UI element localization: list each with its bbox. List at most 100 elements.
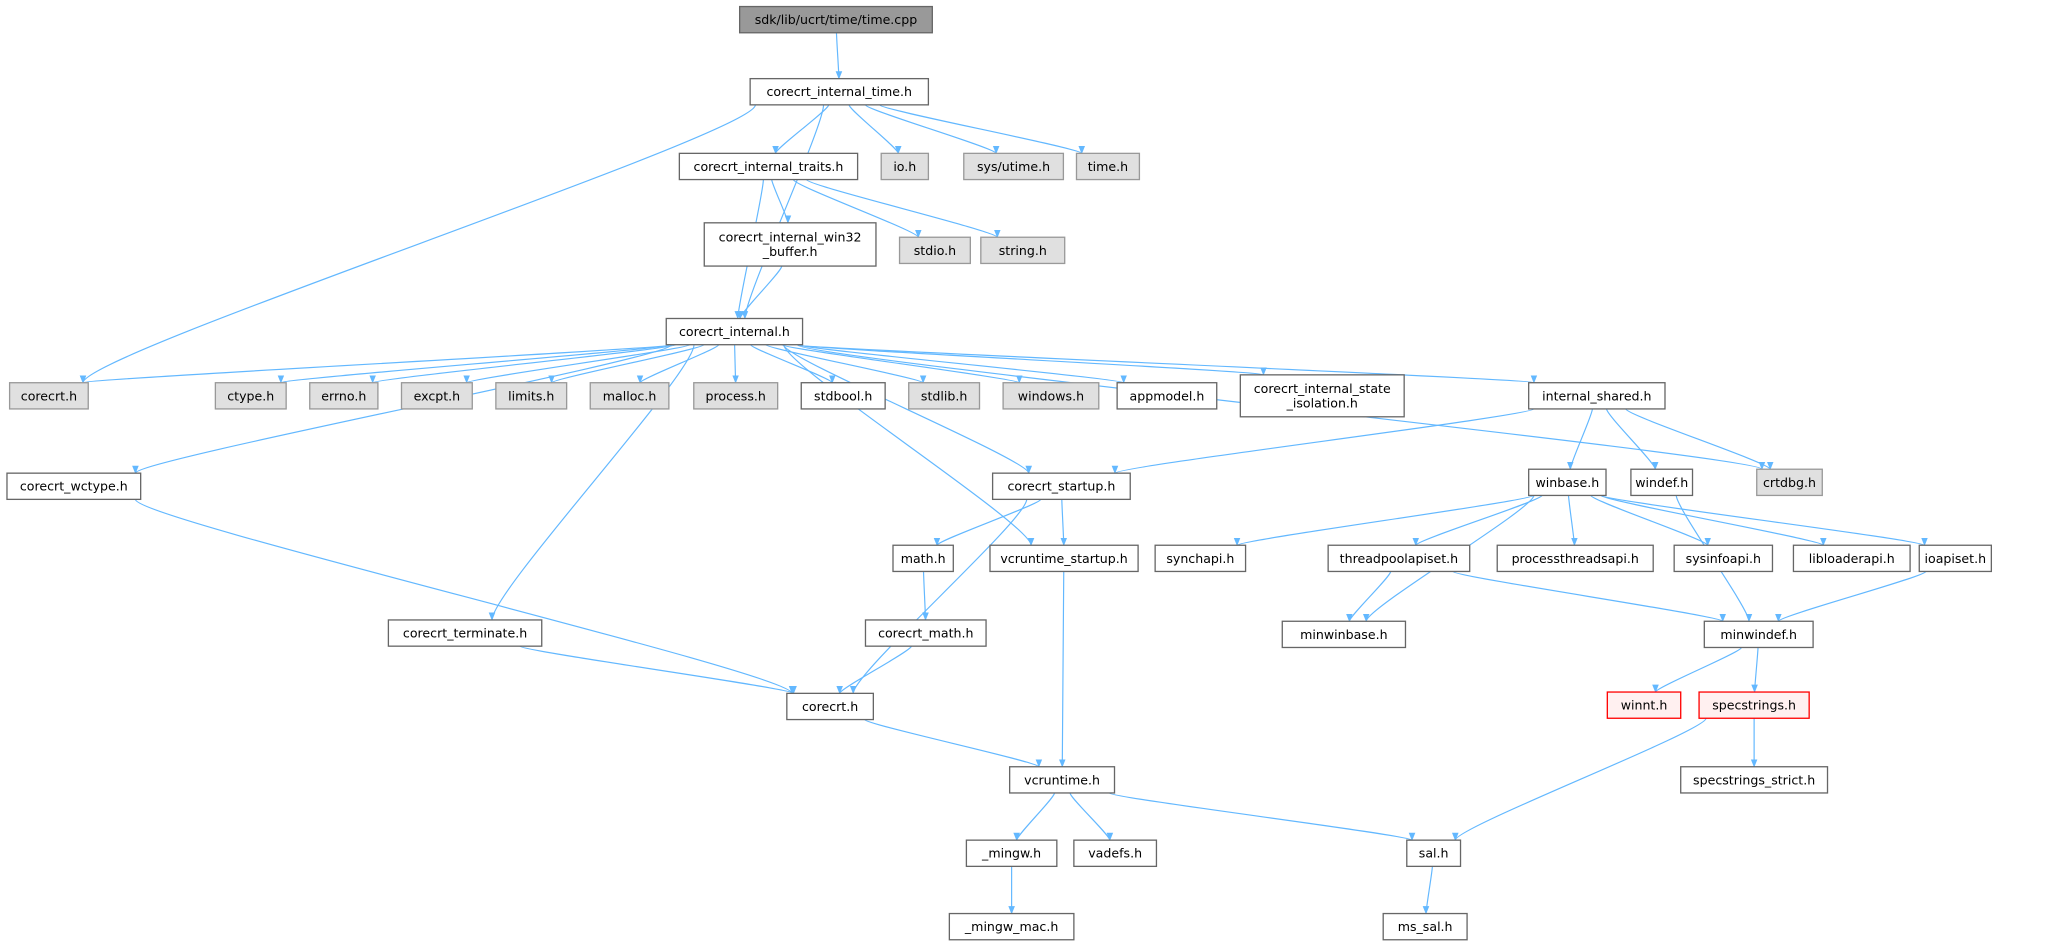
edge-internal-to-vcr_startup (783, 344, 1035, 547)
node-stdbool[interactable]: stdbool.h (800, 382, 886, 410)
node-windows[interactable]: windows.h (1002, 382, 1100, 410)
node-box (880, 152, 930, 181)
node-specstrict[interactable]: specstrings_strict.h (1680, 766, 1829, 794)
edge-internal-to-excpt (463, 344, 691, 384)
node-box (1606, 691, 1682, 719)
node-limits[interactable]: limits.h (495, 382, 568, 410)
node-ms_sal[interactable]: ms_sal.h (1382, 912, 1468, 941)
node-box (965, 839, 1058, 868)
node-internal_shared[interactable]: internal_shared.h (1528, 382, 1666, 410)
edge-root-to-internal_time (835, 32, 843, 80)
node-synchapi[interactable]: synchapi.h (1154, 544, 1247, 573)
node-box (1496, 544, 1654, 573)
node-malloc[interactable]: malloc.h (589, 382, 670, 410)
node-specstrings[interactable]: specstrings.h (1698, 691, 1810, 719)
node-threadpool[interactable]: threadpoolapiset.h (1327, 544, 1471, 573)
edge-startup-to-corecrt (849, 499, 1028, 695)
node-processthreads[interactable]: processthreadsapi.h (1496, 544, 1654, 573)
node-label: corecrt_terminate.h (403, 626, 527, 641)
edge-internal-to-corecrt_ext (80, 344, 673, 384)
node-box (738, 5, 933, 34)
node-sysutime[interactable]: sys/utime.h (963, 152, 1065, 181)
edge-vcruntime-to-vadefs (1069, 792, 1114, 841)
node-mingw[interactable]: _mingw.h (965, 839, 1058, 868)
node-box (1239, 374, 1405, 418)
node-math[interactable]: math.h (892, 544, 954, 573)
node-box (800, 382, 886, 410)
node-label: math.h (901, 551, 946, 566)
edge-math-to-cmath (922, 571, 929, 621)
node-label: sdk/lib/ucrt/time/time.cpp (755, 12, 917, 27)
node-mingw_mac[interactable]: _mingw_mac.h (948, 912, 1075, 941)
edge-internal_time-to-traits (772, 104, 830, 155)
node-box (898, 236, 971, 265)
node-process[interactable]: process.h (693, 382, 779, 410)
edge-internal-to-malloc (636, 344, 720, 384)
node-minwinbase[interactable]: minwinbase.h (1281, 620, 1407, 649)
node-box (1680, 766, 1829, 794)
node-cmath[interactable]: corecrt_math.h (864, 619, 987, 647)
node-box (214, 382, 287, 410)
node-internal_time[interactable]: corecrt_internal_time.h (749, 77, 930, 106)
edge-internal_shared-to-windef (1605, 408, 1659, 471)
node-label: specstrings_strict.h (1693, 772, 1815, 787)
node-wctype[interactable]: corecrt_wctype.h (6, 472, 142, 501)
node-ctype[interactable]: ctype.h (214, 382, 287, 410)
node-sysinfo[interactable]: sysinfoapi.h (1673, 544, 1774, 573)
node-box (892, 544, 954, 573)
node-winnt[interactable]: winnt.h (1606, 691, 1682, 719)
node-label: _isolation.h (1286, 395, 1358, 410)
node-stdlib[interactable]: stdlib.h (908, 382, 981, 410)
node-sal[interactable]: sal.h (1406, 839, 1462, 868)
node-stdio[interactable]: stdio.h (898, 236, 971, 265)
node-label: _mingw.h (981, 846, 1041, 861)
edge-ioapiset-to-minwindef (1775, 570, 1927, 623)
node-appmodel[interactable]: appmodel.h (1116, 382, 1218, 410)
edge-threadpool-to-minwinbase (1346, 571, 1392, 623)
node-vcr_startup[interactable]: vcruntime_startup.h (989, 544, 1139, 573)
node-state_iso[interactable]: corecrt_internal_state_isolation.h (1239, 374, 1405, 418)
node-vcruntime[interactable]: vcruntime.h (1008, 766, 1116, 794)
node-label: ioapiset.h (1925, 551, 1987, 566)
edge-internal-to-startup (782, 344, 1032, 474)
node-excpt[interactable]: excpt.h (400, 382, 473, 410)
edge-vcruntime-to-sal (1108, 792, 1415, 841)
node-root[interactable]: sdk/lib/ucrt/time/time.cpp (738, 5, 933, 34)
node-string[interactable]: string.h (980, 236, 1066, 265)
node-win32buf[interactable]: corecrt_internal_win32_buffer.h (703, 222, 877, 267)
node-box (1918, 544, 1993, 573)
nodes-layer: sdk/lib/ucrt/time/time.cpp corecrt_intern… (6, 5, 1993, 941)
node-timeh[interactable]: time.h (1075, 152, 1141, 181)
node-startup[interactable]: corecrt_startup.h (991, 472, 1131, 501)
node-terminate[interactable]: corecrt_terminate.h (387, 619, 543, 647)
node-vadefs[interactable]: vadefs.h (1073, 839, 1158, 868)
node-label: minwindef.h (1720, 627, 1797, 642)
node-box (309, 382, 379, 410)
node-io[interactable]: io.h (880, 152, 930, 181)
node-ioapiset[interactable]: ioapiset.h (1918, 544, 1993, 573)
node-crtdbg[interactable]: crtdbg.h (1756, 468, 1823, 497)
node-minwindef[interactable]: minwindef.h (1703, 620, 1814, 649)
node-label: internal_shared.h (1542, 388, 1651, 403)
node-box (1116, 382, 1218, 410)
node-label: stdbool.h (814, 388, 872, 403)
node-windef[interactable]: windef.h (1630, 468, 1694, 497)
node-corecrt_ext[interactable]: corecrt.h (8, 382, 89, 410)
node-corecrt[interactable]: corecrt.h (786, 692, 874, 721)
node-winbase[interactable]: winbase.h (1528, 468, 1607, 497)
node-traits[interactable]: corecrt_internal_traits.h (678, 152, 859, 181)
edge-internal_shared-to-winbase (1567, 408, 1594, 471)
node-libloader[interactable]: libloaderapi.h (1792, 544, 1911, 573)
node-label: corecrt_internal_state (1254, 381, 1391, 396)
node-box (1630, 468, 1694, 497)
node-label: limits.h (508, 388, 554, 403)
node-box (703, 222, 877, 267)
edge-internal_time-to-sysutime (864, 104, 1000, 155)
edge-cmath-to-corecrt (836, 645, 913, 695)
node-box (1673, 544, 1774, 573)
edge-vcruntime-to-mingw (1013, 792, 1056, 841)
node-errno[interactable]: errno.h (309, 382, 379, 410)
node-internal[interactable]: corecrt_internal.h (665, 317, 804, 346)
node-box (1528, 468, 1607, 497)
node-label: string.h (999, 243, 1047, 258)
